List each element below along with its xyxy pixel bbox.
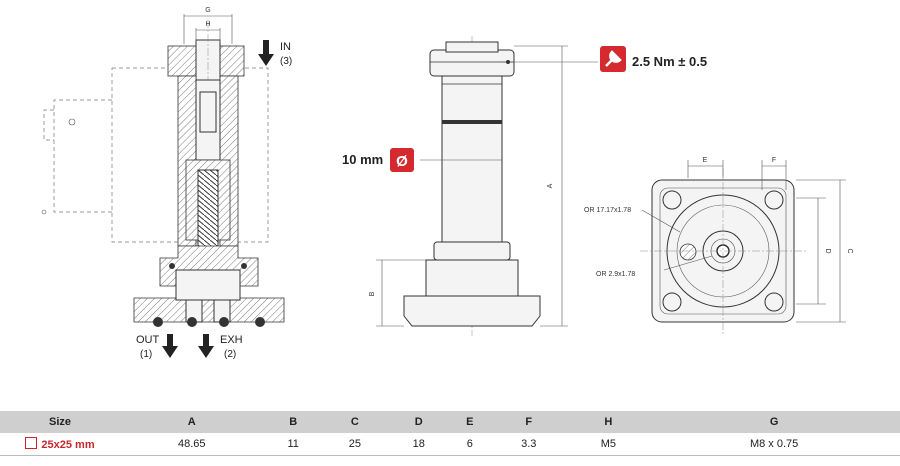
- value-f: 3.3: [488, 433, 569, 456]
- out-port-label: OUT: [136, 334, 160, 346]
- dim-c-label: C: [846, 248, 853, 253]
- value-a: 48.65: [120, 433, 264, 456]
- header-cell: E: [450, 411, 489, 433]
- side-view: A B 10 mm Ø 2.5 Nm ± 0.5: [342, 36, 707, 336]
- header-cell: Size: [0, 411, 120, 433]
- header-cell: D: [386, 411, 451, 433]
- lower-nut: [433, 241, 511, 261]
- exh-port-number: (2): [224, 349, 236, 360]
- in-arrow-icon: [258, 40, 274, 66]
- header-cell: C: [322, 411, 387, 433]
- dim-a-label: A: [547, 183, 554, 188]
- dim-b-label: B: [369, 291, 376, 296]
- dim-f-label: F: [772, 157, 776, 164]
- base-flange: [403, 295, 541, 327]
- hex-nut: [429, 49, 515, 77]
- value-e: 6: [450, 433, 489, 456]
- dim-e-label: E: [703, 157, 708, 164]
- header-cell: F: [488, 411, 569, 433]
- value-b: 11: [263, 433, 323, 456]
- checkbox-icon[interactable]: [25, 437, 38, 449]
- value-d: 18: [386, 433, 451, 456]
- spec-table: Size A B C D E F H G 25x25 mm 48.65 11 2…: [0, 411, 900, 456]
- section-view: G H IN (3) OUT (1) EXH (2): [41, 7, 292, 360]
- header-cell: B: [263, 411, 323, 433]
- top-view: E F D C OR 17.17x1.78 OR 2.9x1.78: [584, 157, 853, 334]
- diameter-icon: [390, 148, 414, 172]
- spec-table-header: Size A B C D E F H G: [0, 411, 900, 433]
- header-cell: A: [120, 411, 264, 433]
- exh-port-label: EXH: [220, 334, 243, 346]
- out-port-number: (1): [140, 349, 152, 360]
- value-c: 25: [322, 433, 387, 456]
- dim-h-label: H: [205, 21, 210, 28]
- header-cell: H: [568, 411, 649, 433]
- size-value: 25x25 mm: [41, 439, 95, 451]
- oring-large-label: OR 17.17x1.78: [584, 207, 631, 214]
- dim-d-label: D: [824, 248, 831, 253]
- size-cell: 25x25 mm: [0, 433, 120, 456]
- torque-callout: 2.5 Nm ± 0.5: [632, 54, 707, 69]
- out-arrow-icon: [162, 334, 178, 358]
- dim-g-label: G: [205, 7, 210, 14]
- in-port-number: (3): [280, 56, 292, 67]
- value-h: M5: [568, 433, 649, 456]
- value-g: M8 x 0.75: [648, 433, 900, 456]
- tube: [441, 75, 503, 243]
- technical-drawing: G H IN (3) OUT (1) EXH (2): [41, 7, 853, 360]
- header-cell: G: [648, 411, 900, 433]
- coil-outline: [111, 67, 269, 243]
- diameter-callout: 10 mm: [342, 152, 383, 167]
- in-port-label: IN: [280, 41, 291, 53]
- exh-arrow-icon: [198, 334, 214, 358]
- diameter-symbol: Ø: [396, 153, 408, 170]
- table-row: 25x25 mm 48.65 11 25 18 6 3.3 M5 M8 x 0.…: [0, 433, 900, 456]
- oring-small-label: OR 2.9x1.78: [596, 271, 635, 278]
